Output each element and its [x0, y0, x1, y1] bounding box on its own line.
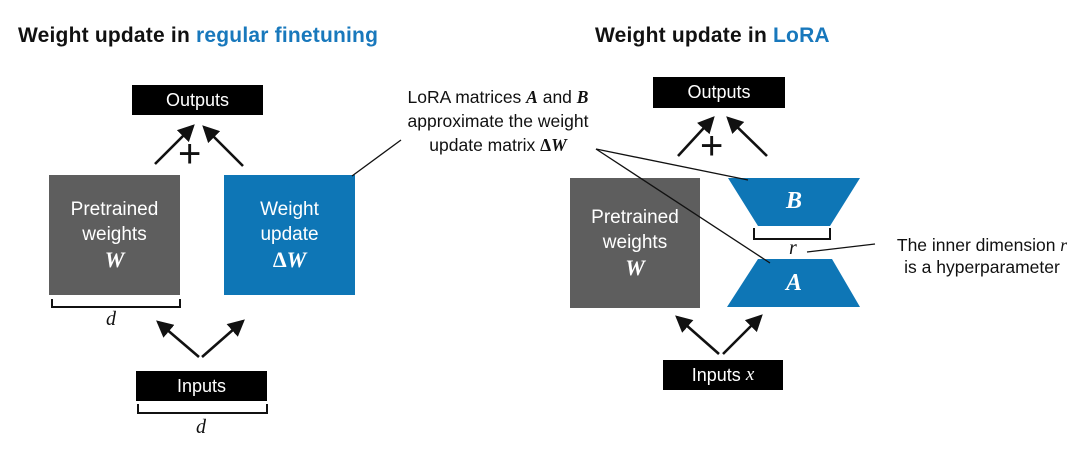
delta-w-symbol: W — [551, 135, 567, 155]
arrow-dw-to-outputs — [202, 125, 244, 167]
pretrained-line2: weights — [602, 232, 668, 253]
left-outputs-label: Outputs — [165, 89, 230, 110]
lora-annotation-line3-pre: update matrix — [429, 135, 541, 155]
right-title-prefix: Weight update in — [595, 24, 774, 47]
right-plus-sign: + — [700, 124, 724, 168]
delta-glyph: Δ — [272, 247, 287, 272]
right-title-highlight: LoRA — [773, 24, 830, 47]
pretrained-line2: weights — [82, 224, 147, 245]
rank-annotation: The inner dimension r is a hyperparamete… — [876, 234, 1080, 278]
delta-glyph: Δ — [540, 135, 552, 155]
left-inputs-box: Inputs — [136, 371, 267, 401]
matrix-b-label: B — [786, 188, 803, 214]
pretrained-line1: Pretrained — [70, 199, 159, 220]
arrow-inputs-to-a — [722, 314, 763, 355]
arrow-inputs-to-dw — [201, 319, 245, 358]
left-plus-sign: + — [178, 132, 202, 176]
lora-annotation: LoRA matrices A and B approximate the we… — [388, 85, 608, 157]
right-inputs-label: Inputs — [691, 364, 741, 385]
lora-annotation-line2: approximate the weight — [407, 111, 589, 131]
left-title: Weight update in regular finetuning — [18, 24, 378, 48]
right-title: Weight update in LoRA — [595, 24, 830, 48]
weight-update-line1: Weight — [260, 199, 319, 220]
pretrained-symbol-w: W — [625, 255, 645, 280]
rank-annotation-line1: The inner dimension r — [876, 234, 1080, 256]
width-label-weights: d — [106, 308, 116, 330]
delta-w-glyph: W — [286, 247, 307, 272]
left-title-highlight: regular finetuning — [196, 24, 379, 47]
matrix-a-label: A — [786, 270, 803, 296]
rank-annotation-line2: is a hyperparameter — [904, 257, 1060, 277]
left-outputs-box: Outputs — [132, 85, 263, 115]
width-label-inputs: d — [196, 416, 206, 438]
pretrained-symbol-w: W — [104, 247, 125, 272]
arrow-ba-to-outputs — [726, 116, 768, 157]
matrix-b-symbol: B — [576, 87, 589, 107]
right-inputs-box: Inputs x — [663, 360, 783, 390]
arrow-inputs-to-w — [156, 320, 200, 358]
left-pretrained-weights-box: Pretrained weights W — [49, 175, 180, 295]
lora-annotation-seg1: LoRA matrices — [407, 87, 527, 107]
pretrained-line1: Pretrained — [591, 207, 679, 228]
lora-annotation-seg2: and — [537, 87, 577, 107]
lora-annotation-line1: LoRA matrices A and B — [388, 85, 608, 109]
arrow-inputs-to-w-right — [675, 315, 720, 355]
inputs-x-symbol: x — [745, 364, 755, 385]
weight-update-line2: update — [260, 224, 319, 245]
matrix-a-symbol: A — [526, 87, 538, 107]
rank-label: r — [789, 237, 797, 259]
width-bracket-weights — [51, 299, 181, 308]
lora-annotation-line3: update matrix ΔW — [388, 133, 608, 157]
left-inputs-label: Inputs — [176, 375, 227, 396]
right-pretrained-weights-box: Pretrained weights W — [570, 178, 700, 308]
width-bracket-inputs — [137, 404, 268, 414]
annotation-line-rank — [806, 243, 876, 253]
rank-annotation-line1-pre: The inner dimension — [896, 235, 1061, 255]
rank-symbol: r — [1060, 235, 1068, 255]
right-outputs-label: Outputs — [687, 82, 751, 102]
annotation-line-to-b — [595, 148, 749, 181]
weight-update-symbol: ΔW — [273, 247, 306, 273]
right-outputs-box: Outputs — [653, 77, 785, 108]
left-weight-update-box: Weight update ΔW — [224, 175, 355, 295]
left-title-prefix: Weight update in — [18, 24, 197, 47]
